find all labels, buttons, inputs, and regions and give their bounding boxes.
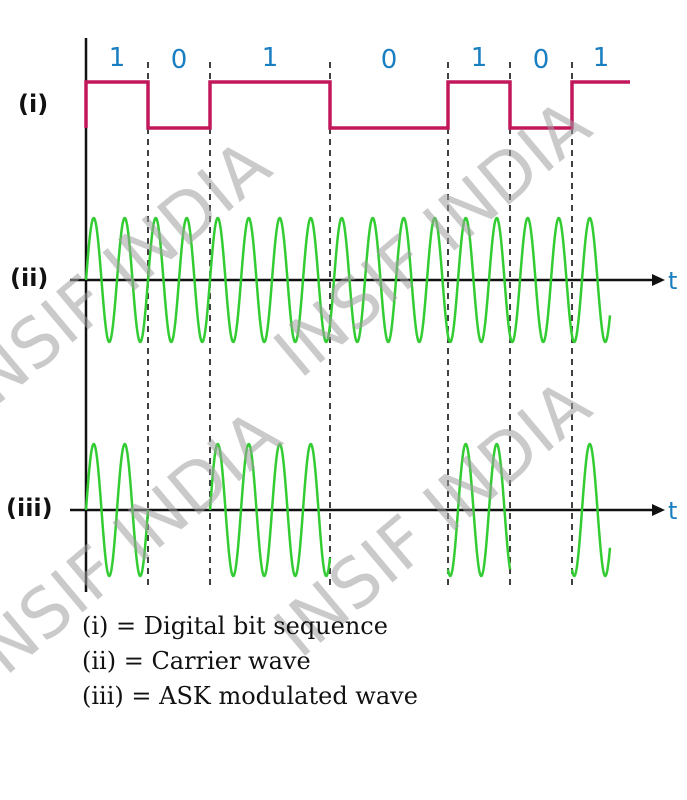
ask-modulated-segment [446, 442, 512, 578]
bit-label: 1 [471, 43, 488, 73]
digital-bit-waveform [84, 80, 630, 130]
carrier-axis-label: t [668, 267, 677, 295]
bit-label: 1 [593, 43, 610, 73]
bit-label: 0 [171, 45, 188, 75]
ask-axis-arrow-icon [652, 504, 665, 516]
bit-label: 1 [109, 43, 126, 73]
ask-modulated-segment [570, 442, 612, 578]
legend-item-ask: (iii) = ASK modulated wave [82, 682, 418, 710]
ask-modulated-segment [208, 442, 332, 578]
ask-modulated-segment [84, 442, 150, 578]
bit-label: 0 [381, 45, 398, 75]
legend-item-bit-sequence: (i) = Digital bit sequence [82, 612, 388, 640]
row-label-i: (i) [18, 90, 49, 118]
row-label-iii: (iii) [6, 494, 53, 522]
bit-label: 0 [533, 45, 550, 75]
carrier-axis-arrow-icon [652, 274, 665, 286]
legend-item-carrier: (ii) = Carrier wave [82, 647, 311, 675]
ask-axis-label: t [668, 497, 677, 525]
row-label-ii: (ii) [10, 264, 49, 292]
bit-label: 1 [262, 43, 279, 73]
carrier-wave [84, 216, 612, 344]
